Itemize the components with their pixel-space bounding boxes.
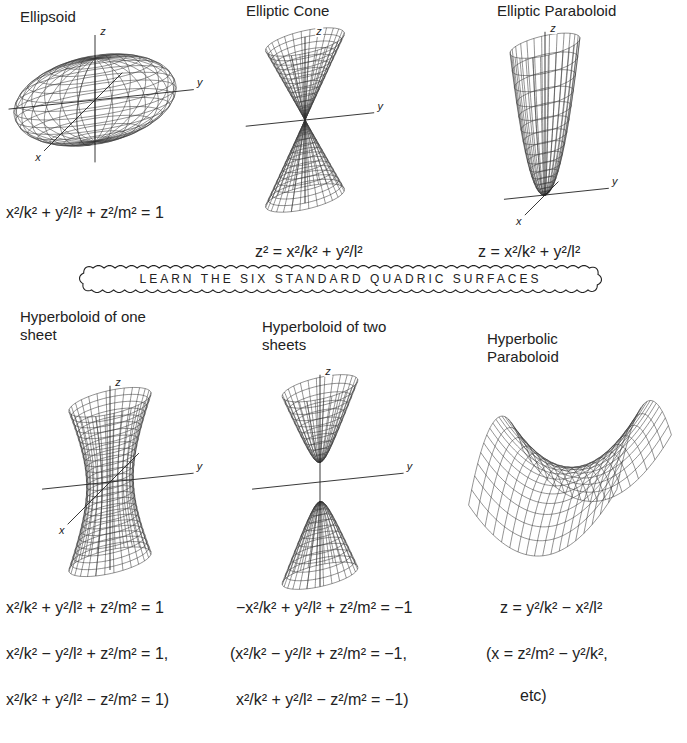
equation: (x²/k² − y²/l² + z²/m² = −1, bbox=[230, 644, 407, 663]
mesh-line bbox=[477, 428, 532, 517]
banner-box: LEARN THE SIX STANDARD QUADRIC SURFACES bbox=[78, 264, 603, 294]
mesh-line bbox=[592, 436, 647, 525]
axis-label: y bbox=[611, 175, 619, 187]
equation: −x²/k² + y²/l² + z²/m² = −1 bbox=[236, 598, 412, 617]
mesh-line bbox=[526, 58, 545, 195]
mesh-line bbox=[545, 34, 557, 195]
elliptic-paraboloid-figure bbox=[504, 32, 609, 215]
mesh-line bbox=[293, 502, 320, 589]
mesh-line bbox=[545, 33, 570, 195]
mesh-line bbox=[505, 401, 653, 468]
mesh-line bbox=[320, 502, 352, 564]
mesh-line bbox=[320, 385, 356, 463]
axis-label: z bbox=[114, 376, 122, 388]
mesh-line bbox=[499, 401, 647, 468]
mesh-line bbox=[284, 392, 320, 462]
axis-label: x bbox=[515, 215, 523, 227]
mesh-line bbox=[481, 437, 629, 504]
axis-label: z bbox=[324, 365, 332, 377]
equation: z² = x²/k² + y²/l² bbox=[255, 242, 363, 261]
mesh-line bbox=[543, 467, 598, 556]
equation: x²/k² + y²/l² − z²/m² = −1) bbox=[236, 690, 408, 709]
equation: x²/k² + y²/l² + z²/m² = 1 bbox=[6, 598, 164, 617]
mesh-line bbox=[307, 502, 320, 589]
mesh-line bbox=[320, 375, 341, 462]
mesh-line bbox=[545, 33, 564, 195]
banner-text: LEARN THE SIX STANDARD QUADRIC SURFACES bbox=[108, 272, 573, 286]
mesh-line bbox=[320, 502, 356, 565]
axis-line bbox=[504, 188, 609, 199]
mesh-line bbox=[559, 462, 614, 551]
mesh-line bbox=[320, 375, 347, 462]
surface-name: Elliptic Cone bbox=[246, 2, 329, 20]
axis-line bbox=[68, 453, 139, 524]
equation: z = y²/k² − x²/l² bbox=[500, 598, 602, 617]
axis-label: z bbox=[99, 25, 107, 37]
mesh-line bbox=[320, 502, 358, 569]
hyperbolic-paraboloid-figure bbox=[469, 401, 672, 557]
axis-line bbox=[246, 113, 374, 127]
mesh-line bbox=[320, 375, 333, 462]
axis-label: x bbox=[34, 151, 42, 163]
axis-line bbox=[110, 386, 111, 570]
surface-name: Hyperboloid of two sheets bbox=[262, 318, 397, 354]
equation: etc) bbox=[520, 686, 547, 705]
elliptic-cone-figure bbox=[246, 28, 374, 212]
mesh-line bbox=[545, 35, 578, 195]
mesh-line bbox=[284, 399, 320, 462]
ellipsoid-figure bbox=[9, 35, 194, 162]
equation: (x = z²/m² − y²/k², bbox=[486, 644, 608, 663]
axis-label: z bbox=[315, 25, 323, 37]
axis-label: y bbox=[196, 460, 204, 472]
mesh-line bbox=[510, 459, 565, 548]
axis-line bbox=[525, 182, 559, 216]
mesh-line bbox=[533, 58, 545, 195]
mesh-line bbox=[508, 403, 656, 470]
axis-line bbox=[320, 375, 321, 587]
surface-name: Ellipsoid bbox=[20, 8, 76, 26]
mesh-line bbox=[534, 467, 589, 556]
mesh-line bbox=[545, 42, 578, 195]
axis-line bbox=[95, 35, 96, 162]
mesh-line bbox=[502, 453, 557, 542]
mesh-line bbox=[282, 395, 320, 462]
axis-label: y bbox=[196, 76, 204, 88]
surface-name: Elliptic Paraboloid bbox=[497, 2, 616, 20]
mesh-line bbox=[485, 438, 540, 527]
axis-line bbox=[252, 473, 404, 489]
axis-line bbox=[44, 73, 122, 151]
equation: x²/k² − y²/l² + z²/m² = 1, bbox=[6, 644, 168, 663]
wavy-border bbox=[80, 266, 602, 293]
mesh-line bbox=[493, 446, 548, 535]
surface-name: Hyperboloid of one sheet bbox=[20, 308, 155, 344]
axis-label: x bbox=[58, 524, 66, 536]
mesh-line bbox=[288, 401, 320, 463]
equation: z = x²/k² + y²/l² bbox=[478, 242, 580, 261]
axis-label: y bbox=[406, 460, 414, 472]
axis-line bbox=[42, 473, 194, 489]
axis-line bbox=[9, 90, 194, 110]
axis-label: z bbox=[549, 22, 557, 34]
mesh-line bbox=[284, 502, 320, 580]
axis-line bbox=[545, 32, 546, 195]
mesh-line bbox=[511, 407, 659, 474]
mesh-line bbox=[512, 49, 545, 195]
equation: x²/k² + y²/l² + z²/m² = 1 bbox=[6, 203, 164, 222]
hyperboloid-two-sheets-figure bbox=[252, 375, 404, 590]
mesh-line bbox=[320, 502, 356, 572]
mesh-line bbox=[299, 502, 320, 589]
mesh-line bbox=[600, 425, 655, 514]
hyperboloid-one-sheet-figure bbox=[42, 386, 194, 577]
axis-label: y bbox=[376, 100, 384, 112]
mesh-line bbox=[617, 401, 672, 490]
equation: x²/k² + y²/l² − z²/m² = 1) bbox=[6, 690, 169, 709]
mesh-line bbox=[515, 57, 545, 195]
mesh-line bbox=[545, 34, 575, 195]
surface-name: Hyperbolic Paraboloid bbox=[487, 330, 602, 366]
mesh-line bbox=[510, 54, 545, 195]
mesh-line bbox=[567, 458, 622, 547]
mesh-line bbox=[320, 502, 325, 564]
